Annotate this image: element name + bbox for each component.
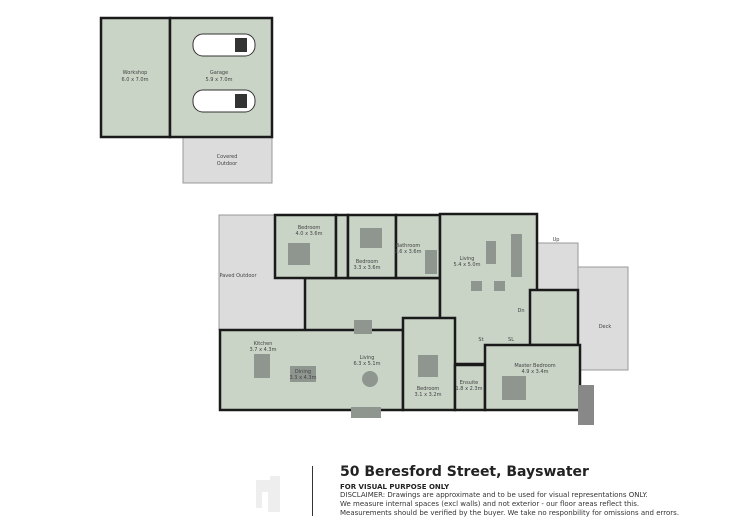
master-bedroom-label: Master Bedroom (514, 363, 555, 369)
sofa-icon (511, 234, 522, 277)
garage-label: Garage (210, 70, 228, 76)
master-bay (578, 385, 594, 425)
living-upper-label: Living (460, 256, 475, 262)
dining-label: Dining (295, 369, 311, 375)
disclaimer-line: We measure internal spaces (excl walls) … (340, 500, 640, 508)
property-address: 50 Beresford Street, Bayswater (340, 464, 589, 480)
stairs-up-label: Up (553, 237, 560, 243)
table-icon (486, 241, 496, 264)
property-info: 50 Beresford Street, Bayswater FOR VISUA… (340, 464, 740, 518)
armchair-icon (471, 281, 482, 291)
bed-icon (418, 355, 438, 377)
workshop-size: 6.0 x 7.0m (122, 77, 149, 83)
master-bedroom (483, 343, 582, 412)
bathroom-label: Bathroom (396, 243, 421, 249)
stairs-down-label: Dn (517, 308, 524, 314)
sofa-icon (351, 407, 381, 418)
bed-icon (502, 376, 526, 400)
living-main-size: 6.3 x 5.1m (354, 361, 381, 367)
bedroom-3-size: 3.1 x 3.2m (415, 392, 442, 398)
fireplace-icon (354, 320, 372, 334)
ensuite-label: Ensuite (460, 380, 479, 386)
kitchen-size: 3.7 x 4.3m (250, 347, 277, 353)
deck-area (577, 266, 629, 371)
workshop-label: Workshop (123, 70, 148, 76)
bathroom-size: 2.6 x 3.6m (395, 249, 422, 255)
paved-outdoor-label: Paved Outdoor (219, 273, 257, 279)
outbuilding: Workshop 6.0 x 7.0m Garage 5.9 x 7.0m Co… (99, 16, 274, 184)
wardrobe (334, 213, 350, 280)
dining-size: 3.3 x 4.3m (290, 375, 317, 381)
storage-label: St (478, 337, 483, 343)
kitchen-label: Kitchen (254, 341, 273, 347)
bedroom-1-size: 4.0 x 3.6m (296, 231, 323, 237)
covered-outdoor-label-2: Outdoor (217, 161, 238, 167)
car-windshield (235, 94, 247, 108)
living-main-label: Living (360, 355, 375, 361)
bedroom-3-label: Bedroom (417, 386, 440, 392)
covered-outdoor-label: Covered (217, 154, 238, 160)
armchair-icon (494, 281, 505, 291)
car-windshield (235, 38, 247, 52)
master-bedroom-size: 4.9 x 3.4m (522, 369, 549, 375)
round-table-icon (362, 371, 378, 387)
ensuite-size: 1.8 x 2.3m (456, 386, 483, 392)
deck-label: Deck (599, 324, 612, 330)
disclaimer-line: Measurements should be verified by the b… (340, 509, 680, 517)
covered-outdoor-area (182, 136, 273, 184)
house: Paved Outdoor Bedroom 4.0 x 3.6m Bedroom… (218, 212, 629, 425)
visual-purpose-notice: FOR VISUAL PURPOSE ONLY (340, 483, 450, 491)
ensuite (453, 363, 487, 412)
stairs (536, 242, 579, 291)
dining-table-icon (290, 366, 316, 382)
bedroom-2-size: 3.3 x 3.6m (354, 265, 381, 271)
bed-icon (360, 228, 382, 248)
company-logo (254, 474, 282, 514)
garage-size: 5.9 x 7.0m (206, 77, 233, 83)
disclaimer-line: DISCLAIMER: Drawings are approximate and… (340, 491, 648, 499)
bed-icon (288, 243, 310, 265)
bedroom-1-label: Bedroom (298, 225, 321, 231)
bedroom-2-label: Bedroom (356, 259, 379, 265)
bath-icon (425, 250, 437, 274)
divider (312, 466, 313, 516)
living-upper-size: 5.4 x 5.0m (454, 262, 481, 268)
linen-label: SL (508, 337, 514, 343)
entry (528, 288, 580, 347)
workshop-room (99, 16, 172, 139)
kitchen-island-icon (254, 354, 270, 378)
